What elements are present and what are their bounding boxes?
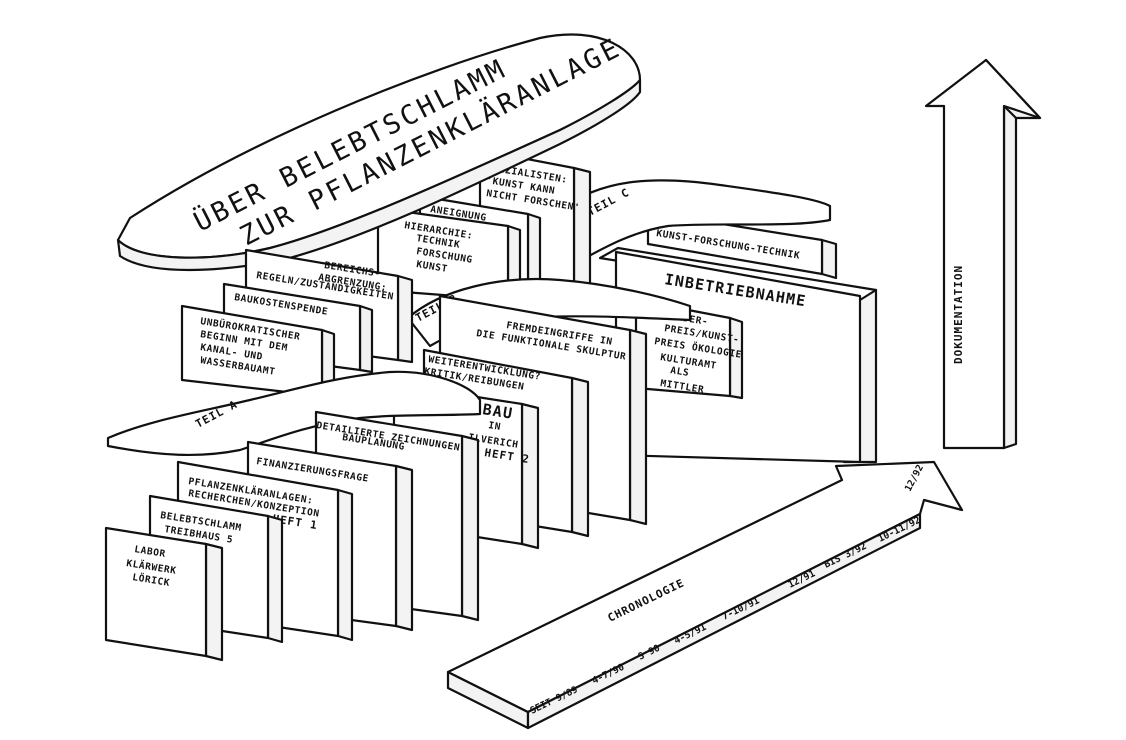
label-foerder-5: ALS — [670, 365, 690, 379]
documentation-arrow: DOKUMENTATION — [924, 58, 1042, 450]
part-c-slab: TEIL C — [558, 179, 832, 264]
label-hierarchie-4: KUNST — [416, 259, 449, 275]
label-labor-1: LABOR — [134, 544, 167, 560]
panel-kunst-forschung-technik: KUNST-FORSCHUNG-TECHNIK — [646, 210, 838, 280]
label-documentation: DOKUMENTATION — [952, 265, 965, 364]
chronology-arrow: CHRONOLOGIE SEIT 9/89 4-7/90 S 90 4-5/91… — [446, 460, 964, 730]
label-bau-2: IN — [488, 420, 502, 433]
panel-unbuerokratischer: UNBÜROKRATISCHER BEGINN MIT DEM KANAL- U… — [180, 304, 336, 400]
label-bau-1: BAU — [481, 400, 514, 423]
panel-hierarchie: HIERARCHIE: TECHNIK FORSCHUNG KUNST — [376, 206, 522, 302]
panel-labor: LABOR KLÄRWERK LÖRICK — [104, 526, 224, 662]
panel-treibhaus: BELEBTSCHLAMM TREIBHAUS 5 — [148, 494, 284, 644]
panel-bau-ilverich: BAU IN ILVERICH HEFT 2 — [392, 382, 540, 550]
